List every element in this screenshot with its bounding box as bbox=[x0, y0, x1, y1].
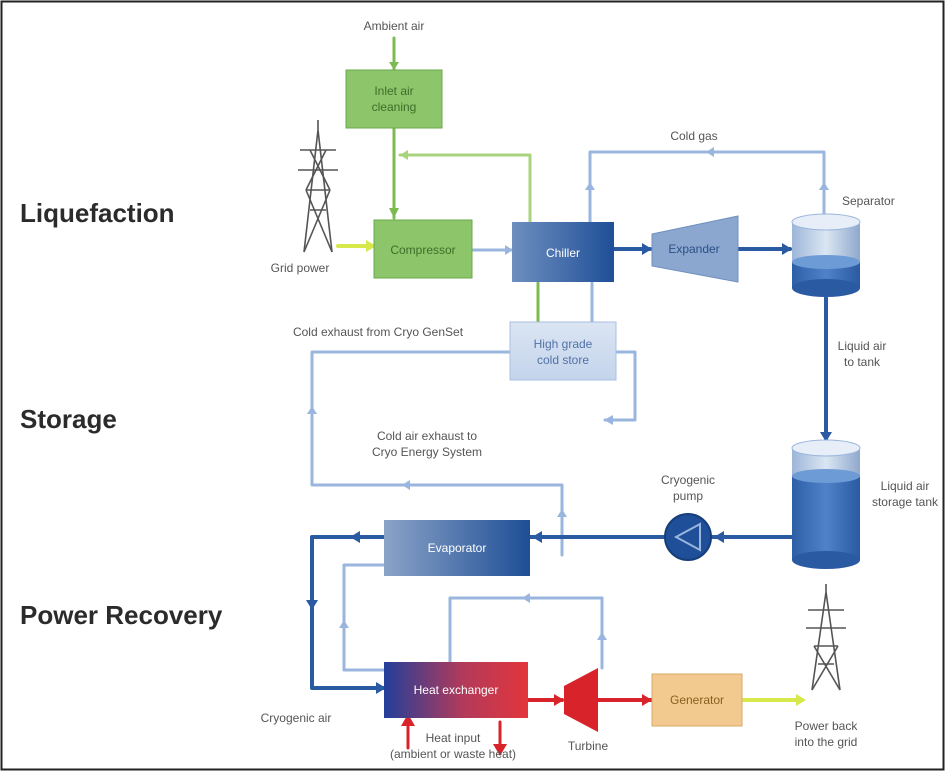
inlet-air-cleaning-box bbox=[345, 69, 443, 129]
liquid-air-storage-tank bbox=[791, 439, 861, 569]
pipe-green-loop-top bbox=[398, 153, 532, 224]
arrow-head bbox=[350, 531, 360, 543]
arrow-heads bbox=[306, 62, 832, 756]
pipe-inner-loop bbox=[342, 563, 386, 672]
cryogenic-pump-icon bbox=[664, 513, 712, 561]
evaporator-label: Evaporator bbox=[428, 541, 487, 555]
expander-shape bbox=[651, 215, 739, 283]
cold-store-label-2: cold store bbox=[537, 353, 589, 367]
heat-input-label-1: Heat input bbox=[426, 731, 481, 745]
power-back-label-1: Power back bbox=[795, 719, 859, 733]
arrow-head bbox=[585, 182, 595, 190]
arrow-head bbox=[706, 147, 714, 157]
liquid-air-storage-tank-label-2: storage tank bbox=[872, 495, 939, 509]
evaporator-box bbox=[384, 520, 530, 576]
chiller-label: Chiller bbox=[546, 246, 580, 260]
pipe-cold-exhaust-loop bbox=[310, 350, 564, 557]
generator-box bbox=[651, 673, 743, 727]
arrow-head bbox=[782, 243, 792, 255]
pipe-hx-turbine-loop bbox=[448, 596, 604, 670]
pipe-coldstore-exhaust bbox=[603, 350, 637, 422]
arrow-head bbox=[642, 694, 652, 706]
arrow-head bbox=[597, 632, 607, 640]
arrow-head bbox=[819, 182, 829, 190]
section-title-liquefaction: Liquefaction bbox=[20, 198, 175, 228]
power-back-label-2: into the grid bbox=[795, 735, 858, 749]
grid-pylon-icon bbox=[298, 120, 338, 253]
arrow-head bbox=[554, 694, 564, 706]
arrow-head bbox=[820, 432, 832, 442]
storage-tank-liquid-surface bbox=[792, 469, 860, 483]
generator-label: Generator bbox=[670, 693, 724, 707]
arrow-head bbox=[714, 531, 724, 543]
cold-gas-label: Cold gas bbox=[670, 129, 717, 143]
arrow-head bbox=[400, 150, 408, 160]
storage-tank-liquid bbox=[792, 476, 860, 560]
separator-bottom bbox=[792, 279, 860, 297]
liquid-air-to-tank-label-2: to tank bbox=[844, 355, 881, 369]
heat-exchanger-label: Heat exchanger bbox=[414, 683, 499, 697]
inlet-air-cleaning-label-1: Inlet air bbox=[374, 84, 413, 98]
heat-exchanger-box bbox=[384, 662, 528, 718]
arrow-head bbox=[604, 415, 613, 425]
arrow-head bbox=[306, 600, 318, 610]
arrow-head bbox=[557, 509, 567, 517]
cold-exhaust-label: Cold exhaust from Cryo GenSet bbox=[293, 325, 464, 339]
arrow-head bbox=[642, 243, 652, 255]
grid-power-label: Grid power bbox=[271, 261, 330, 275]
arrow-head bbox=[389, 208, 399, 218]
cold-store-label-1: High grade bbox=[534, 337, 593, 351]
arrow-head bbox=[796, 694, 806, 706]
pipe-evaporator-hx bbox=[310, 535, 386, 690]
expander-label: Expander bbox=[668, 242, 719, 256]
arrow-head bbox=[366, 240, 376, 252]
arrow-head bbox=[339, 620, 349, 628]
arrow-head bbox=[402, 480, 410, 490]
turbine-shape bbox=[564, 668, 598, 732]
arrow-head bbox=[522, 593, 530, 603]
cryogenic-air-label: Cryogenic air bbox=[261, 711, 332, 725]
arrow-head bbox=[493, 744, 507, 756]
grid-pylon-return-icon bbox=[806, 584, 846, 691]
section-title-power-recovery: Power Recovery bbox=[20, 600, 223, 630]
compressor-box bbox=[373, 219, 473, 279]
pump-triangle bbox=[673, 522, 701, 552]
arrow-head bbox=[389, 62, 399, 70]
chiller-box bbox=[512, 222, 614, 282]
liquid-air-to-tank-label-1: Liquid air bbox=[838, 339, 887, 353]
ambient-air-label: Ambient air bbox=[364, 19, 425, 33]
separator-tank bbox=[791, 213, 861, 297]
cryogenic-pump-label-2: pump bbox=[673, 489, 703, 503]
cold-air-exhaust-label-2: Cryo Energy System bbox=[372, 445, 482, 459]
inlet-air-cleaning-label-2: cleaning bbox=[372, 100, 417, 114]
cryogenic-pump-label-1: Cryogenic bbox=[661, 473, 715, 487]
turbine-label: Turbine bbox=[568, 739, 609, 753]
liquid-air-storage-tank-label-1: Liquid air bbox=[881, 479, 930, 493]
heat-input-label-2: (ambient or waste heat) bbox=[390, 747, 516, 761]
arrow-head bbox=[307, 406, 317, 414]
compressor-label: Compressor bbox=[390, 243, 455, 257]
arrow-head bbox=[505, 245, 513, 255]
separator-label: Separator bbox=[842, 194, 895, 208]
section-title-storage: Storage bbox=[20, 404, 117, 434]
pipe-cold-gas bbox=[588, 150, 826, 224]
cold-air-exhaust-label-1: Cold air exhaust to bbox=[377, 429, 477, 443]
arrow-head bbox=[376, 682, 386, 694]
storage-tank-top bbox=[791, 439, 861, 457]
separator-top bbox=[791, 213, 861, 231]
separator-liquid-surface bbox=[792, 255, 860, 269]
high-grade-cold-store-box bbox=[509, 321, 617, 381]
storage-tank-bottom bbox=[792, 551, 860, 569]
arrow-head bbox=[401, 714, 415, 726]
arrow-head bbox=[532, 531, 542, 543]
